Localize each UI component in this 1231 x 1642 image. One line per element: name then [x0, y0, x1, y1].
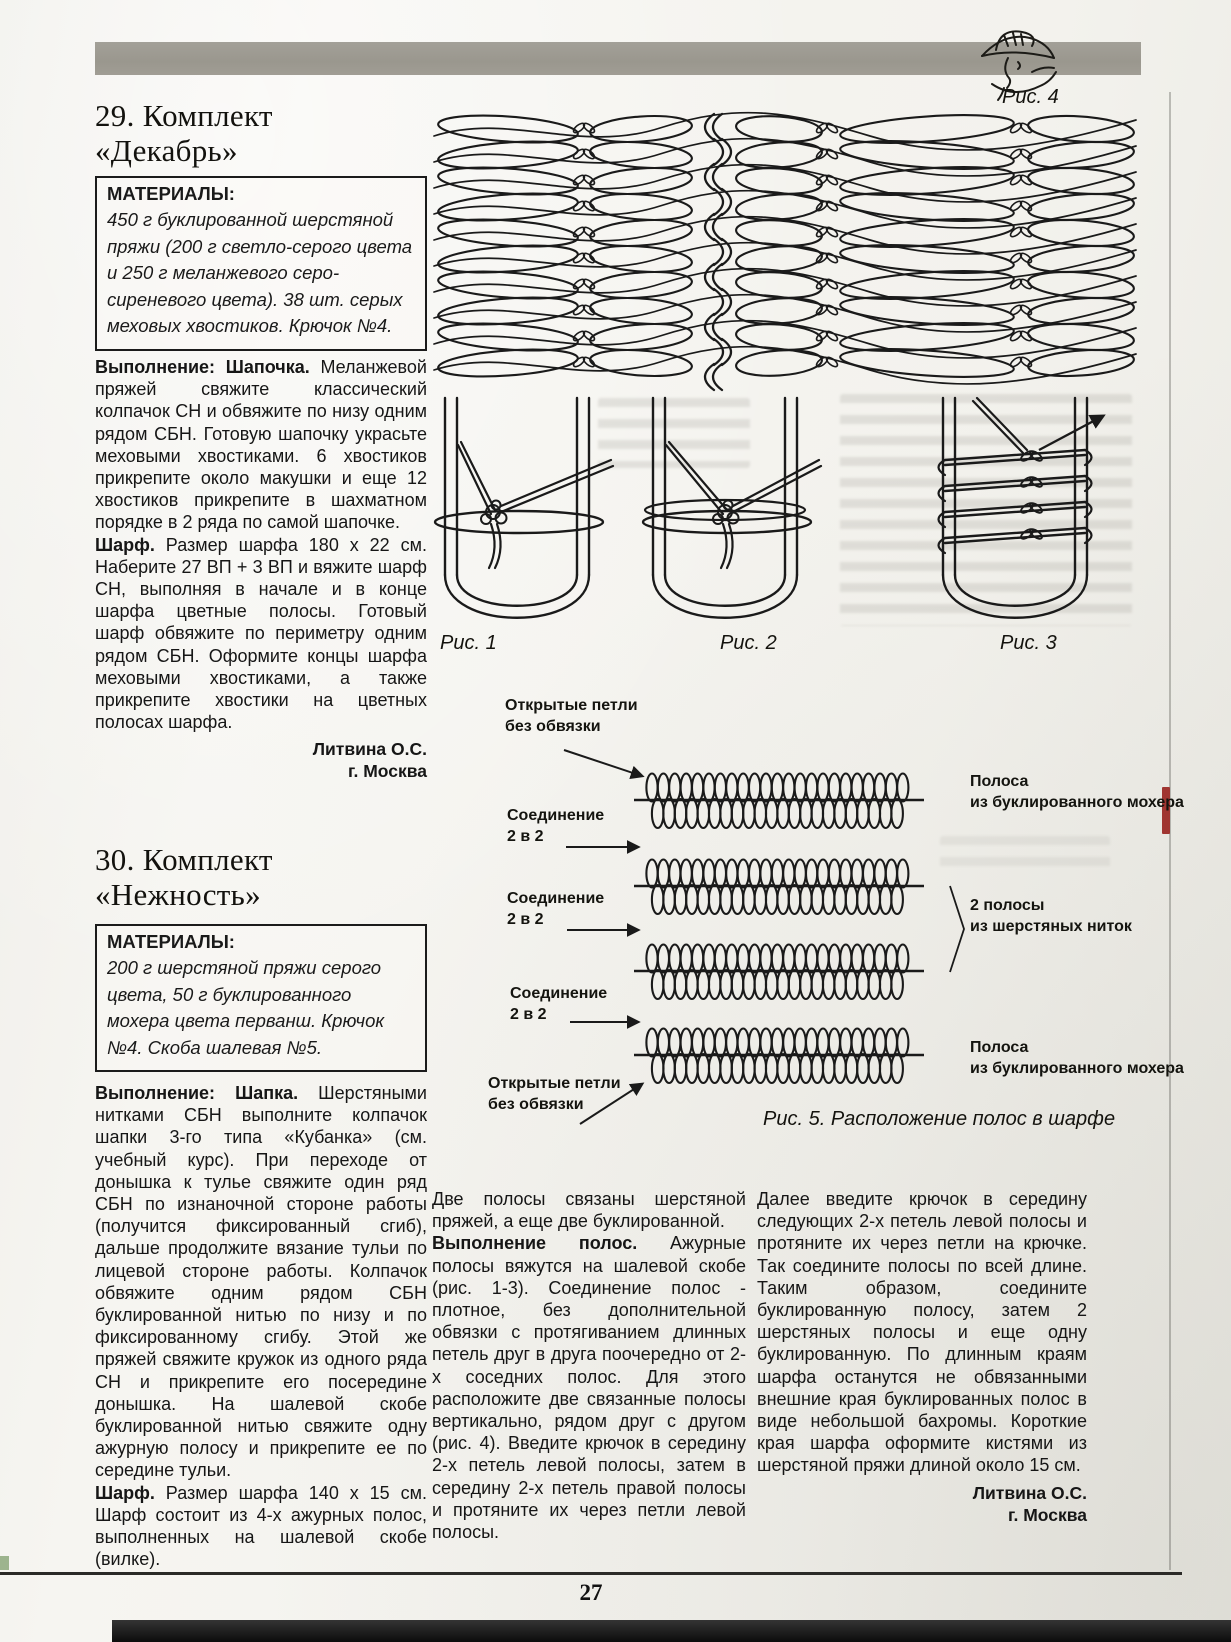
- label-line: Открытые петли: [488, 1075, 621, 1092]
- label-line: без обвязки: [488, 1095, 584, 1113]
- fig3-label: Рис. 3: [1000, 632, 1057, 654]
- author-signature: Литвина О.С. г. Москва: [95, 738, 427, 782]
- article-29-title: 29. Комплект «Декабрь»: [95, 98, 273, 168]
- green-edge-mark: [0, 1556, 9, 1570]
- red-edge-mark: [1162, 787, 1170, 834]
- label-line: 2 в 2: [510, 1005, 547, 1023]
- paragraph-lead: Шарф.: [95, 1482, 155, 1503]
- fig4-label: Рис. 4: [1002, 86, 1059, 108]
- label-line: без обвязки: [505, 717, 601, 735]
- label-line: из шерстяных ниток: [970, 917, 1132, 935]
- fig2-label: Рис. 2: [720, 632, 777, 654]
- paragraph-lead: Выполнение: Шапочка.: [95, 357, 310, 377]
- paragraph-text: Шерстяными нитками СБН выполните колпачо…: [95, 1083, 427, 1481]
- materials-box-29: МАТЕРИАЛЫ: 450 г буклированной шерстяной…: [95, 176, 427, 351]
- continuation-column-2: Далее введите крючок в середину следующи…: [757, 1188, 1087, 1526]
- article-30-body: Выполнение: Шапка. Шерстяными нитками СБ…: [95, 1082, 427, 1570]
- author-name: Литвина О.С.: [312, 739, 427, 760]
- title-line: 30. Комплект: [95, 842, 273, 877]
- materials-heading: МАТЕРИАЛЫ:: [107, 183, 235, 204]
- author-city: г. Москва: [1007, 1504, 1087, 1525]
- paragraph-text: Меланжевой пряжей свяжите классический к…: [95, 357, 427, 533]
- page-number: 27: [579, 1580, 603, 1605]
- footer-rule: [0, 1572, 1182, 1575]
- label-line: из буклированного мохера: [970, 793, 1184, 811]
- materials-box-30: МАТЕРИАЛЫ: 200 г шерстяной пряжи серого …: [95, 924, 427, 1072]
- fork-drawings: [433, 396, 1106, 619]
- article-30-title: 30. Комплект «Нежность»: [95, 842, 273, 912]
- fig5-label-open-loops-bottom: Открытые петли без обвязки: [488, 1074, 621, 1115]
- author-name: Литвина О.С.: [972, 1482, 1087, 1503]
- fig5-label-mohair-top: Полоса из буклированного мохера: [970, 772, 1184, 813]
- materials-text: 450 г буклированной шерстяной пряжи (200…: [107, 209, 413, 336]
- paragraph-text: Две полосы связаны шерстяной пряжей, а е…: [432, 1189, 746, 1232]
- paragraph-text: Ажурные полосы вяжутся на шалевой скобе …: [432, 1233, 746, 1543]
- label-line: Полоса: [970, 773, 1029, 790]
- title-line: «Нежность»: [95, 877, 261, 912]
- page-edge-line: [1169, 92, 1171, 1570]
- label-line: из буклированного мохера: [970, 1059, 1184, 1077]
- label-line: 2 полосы: [970, 897, 1045, 914]
- paragraph-text: Размер шарфа 180 х 22 см. Наберите 27 ВП…: [95, 534, 427, 733]
- footer-bar: [112, 1620, 1231, 1642]
- print-bleedthrough: [940, 836, 1110, 874]
- header-bar: [95, 42, 1141, 75]
- label-line: Соединение: [507, 890, 605, 907]
- label-line: Полоса: [970, 1039, 1029, 1056]
- fig5-label-join-2: Соединение 2 в 2: [507, 889, 604, 930]
- paragraph-lead: Выполнение полос.: [432, 1233, 638, 1254]
- fig5-caption: Рис. 5. Расположение полос в шарфе: [763, 1108, 1116, 1130]
- paragraph: Шарф. Размер шарфа 180 х 22 см. Наберите…: [95, 534, 427, 734]
- materials-text: 200 г шерстяной пряжи серого цвета, 50 г…: [107, 957, 385, 1058]
- materials-heading: МАТЕРИАЛЫ:: [107, 931, 235, 952]
- label-line: Открытые петли: [505, 697, 638, 714]
- fig5-label-mohair-bottom: Полоса из буклированного мохера: [970, 1038, 1184, 1079]
- label-line: 2 в 2: [507, 827, 544, 845]
- label-line: Соединение: [510, 985, 608, 1002]
- paragraph: Шарф. Размер шарфа 140 х 15 см. Шарф сос…: [95, 1482, 427, 1571]
- continuation-column-1: Две полосы связаны шерстяной пряжей, а е…: [432, 1188, 746, 1543]
- paragraph-lead: Выполнение: Шапка.: [95, 1083, 299, 1103]
- title-line: 29. Комплект: [95, 98, 273, 133]
- hat-man-sketch-icon: [981, 30, 1057, 101]
- author-signature: Литвина О.С. г. Москва: [757, 1482, 1087, 1526]
- paragraph-text: Далее введите крючок в середину следующи…: [757, 1189, 1087, 1476]
- fig1-label: Рис. 1: [440, 632, 497, 654]
- paragraph: Выполнение: Шапочка. Меланжевой пряжей с…: [95, 356, 427, 534]
- fig5-label-wool-middle: 2 полосы из шерстяных ниток: [970, 896, 1132, 937]
- paragraph: Две полосы связаны шерстяной пряжей, а е…: [432, 1188, 746, 1232]
- fig5-label-join-1: Соединение 2 в 2: [507, 806, 604, 847]
- paragraph-text: Размер шарфа 140 х 15 см. Шарф состоит и…: [95, 1482, 427, 1570]
- label-line: Соединение: [507, 807, 605, 824]
- label-line: 2 в 2: [507, 910, 544, 928]
- article-29-body: Выполнение: Шапочка. Меланжевой пряжей с…: [95, 356, 427, 782]
- fig5-label-open-loops-top: Открытые петли без обвязки: [505, 696, 638, 737]
- paragraph-lead: Шарф.: [95, 534, 155, 555]
- fig4-drawing: [433, 111, 1137, 392]
- paragraph: Выполнение полос. Ажурные полосы вяжутся…: [432, 1232, 746, 1543]
- paragraph: Далее введите крючок в середину следующи…: [757, 1188, 1087, 1477]
- title-line: «Декабрь»: [95, 133, 238, 168]
- fig5-drawing: [563, 749, 965, 1125]
- author-city: г. Москва: [347, 761, 427, 782]
- fig5-label-join-3: Соединение 2 в 2: [510, 984, 607, 1025]
- paragraph: Выполнение: Шапка. Шерстяными нитками СБ…: [95, 1082, 427, 1482]
